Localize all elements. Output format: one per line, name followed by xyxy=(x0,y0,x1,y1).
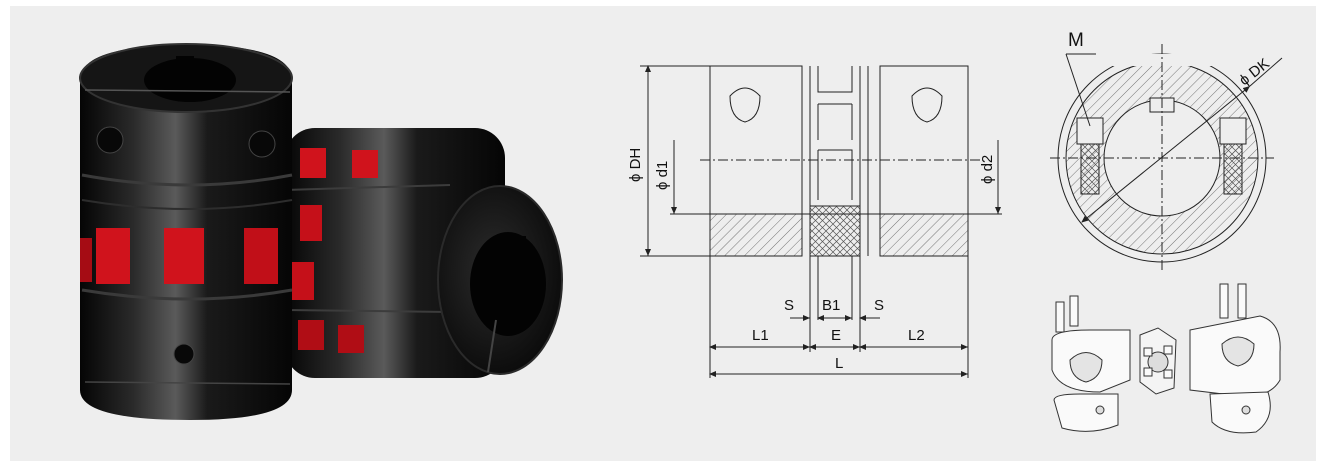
end-view-drawing xyxy=(1050,44,1283,272)
label-l2: L2 xyxy=(908,327,925,344)
exploded-view-drawing xyxy=(1051,283,1281,434)
label-e: E xyxy=(831,327,841,344)
rear-coupling xyxy=(284,128,563,378)
jaw-coupling-photo xyxy=(79,43,563,420)
label-m: M xyxy=(1068,30,1084,51)
label-s-left: S xyxy=(784,297,794,314)
label-b1: B1 xyxy=(822,297,840,314)
label-l: L xyxy=(835,355,843,372)
label-d2: ϕ d2 xyxy=(979,155,996,184)
dimension-labels: ϕ DH ϕ d1 ϕ d2 S B1 S L1 E L2 L xyxy=(627,148,996,372)
label-dh: ϕ DH xyxy=(627,148,644,182)
label-s-right: S xyxy=(874,297,884,314)
label-d1: ϕ d1 xyxy=(654,161,671,190)
label-l1: L1 xyxy=(752,327,769,344)
dimension-drawing xyxy=(640,65,1002,378)
front-coupling xyxy=(79,43,293,420)
